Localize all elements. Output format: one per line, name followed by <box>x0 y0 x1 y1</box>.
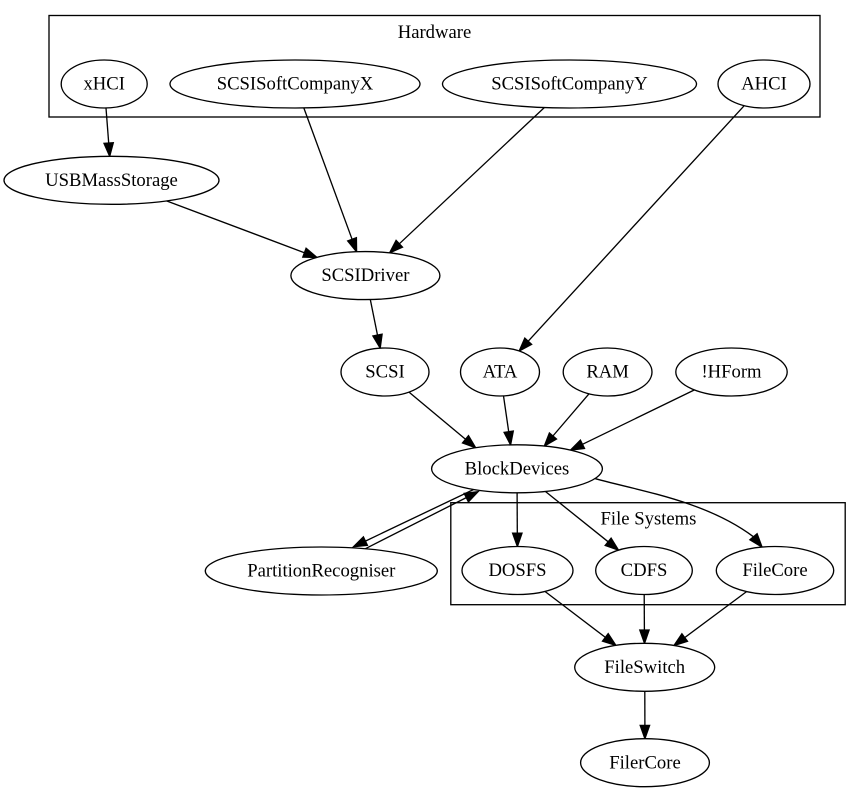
svg-text:USBMassStorage: USBMassStorage <box>45 170 178 191</box>
svg-text:SCSIDriver: SCSIDriver <box>321 265 410 286</box>
svg-text:PartitionRecogniser: PartitionRecogniser <box>247 561 396 582</box>
svg-text:FileSwitch: FileSwitch <box>604 657 686 678</box>
svg-text:Hardware: Hardware <box>398 22 472 43</box>
svg-text:File Systems: File Systems <box>601 508 697 529</box>
svg-text:BlockDevices: BlockDevices <box>465 458 570 479</box>
svg-text:xHCI: xHCI <box>83 74 124 95</box>
svg-text:FileCore: FileCore <box>742 560 807 581</box>
svg-text:AHCI: AHCI <box>741 74 787 95</box>
svg-text:!HForm: !HForm <box>701 362 762 383</box>
svg-text:ATA: ATA <box>483 362 518 383</box>
svg-text:RAM: RAM <box>586 362 629 383</box>
svg-text:SCSISoftCompanyY: SCSISoftCompanyY <box>491 74 648 95</box>
svg-text:CDFS: CDFS <box>621 560 668 581</box>
svg-text:SCSISoftCompanyX: SCSISoftCompanyX <box>217 74 374 95</box>
svg-text:DOSFS: DOSFS <box>488 560 546 581</box>
svg-text:SCSI: SCSI <box>365 362 404 383</box>
svg-text:FilerCore: FilerCore <box>609 752 681 773</box>
